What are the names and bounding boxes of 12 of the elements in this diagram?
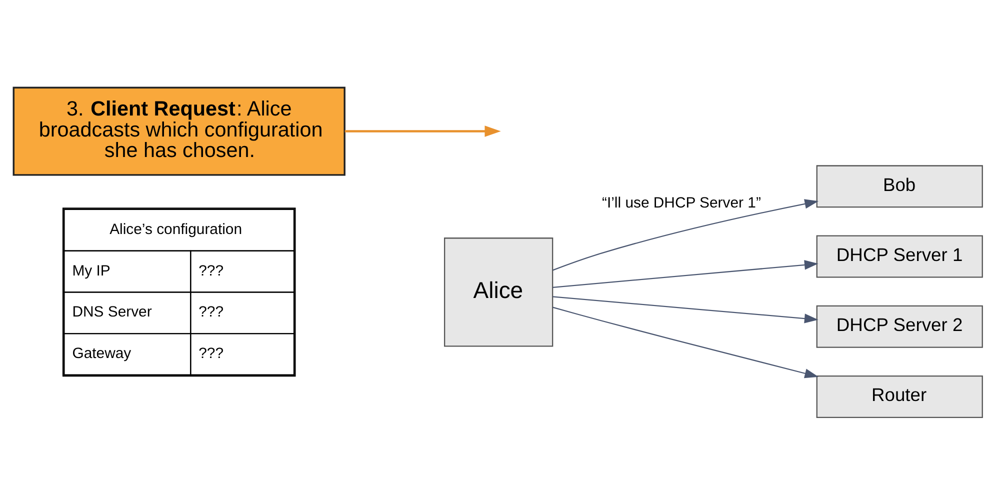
arrow — [552, 296, 818, 323]
node-box: Router — [816, 374, 982, 418]
node-box: DHCP Server 2 — [816, 304, 982, 348]
node-box: DHCP Server 1 — [816, 234, 982, 278]
edge-label: “I’ll use DHCP Server 1” — [602, 194, 760, 212]
node-box: 3. Client Request: Alice broadcasts which configuration she has chosen. — [12, 86, 345, 176]
arrow — [344, 125, 500, 136]
arrow — [552, 260, 818, 288]
arrow — [552, 198, 818, 270]
arrow — [552, 306, 818, 378]
node-box: Alice — [444, 237, 553, 346]
node-box: Bob — [816, 164, 982, 208]
